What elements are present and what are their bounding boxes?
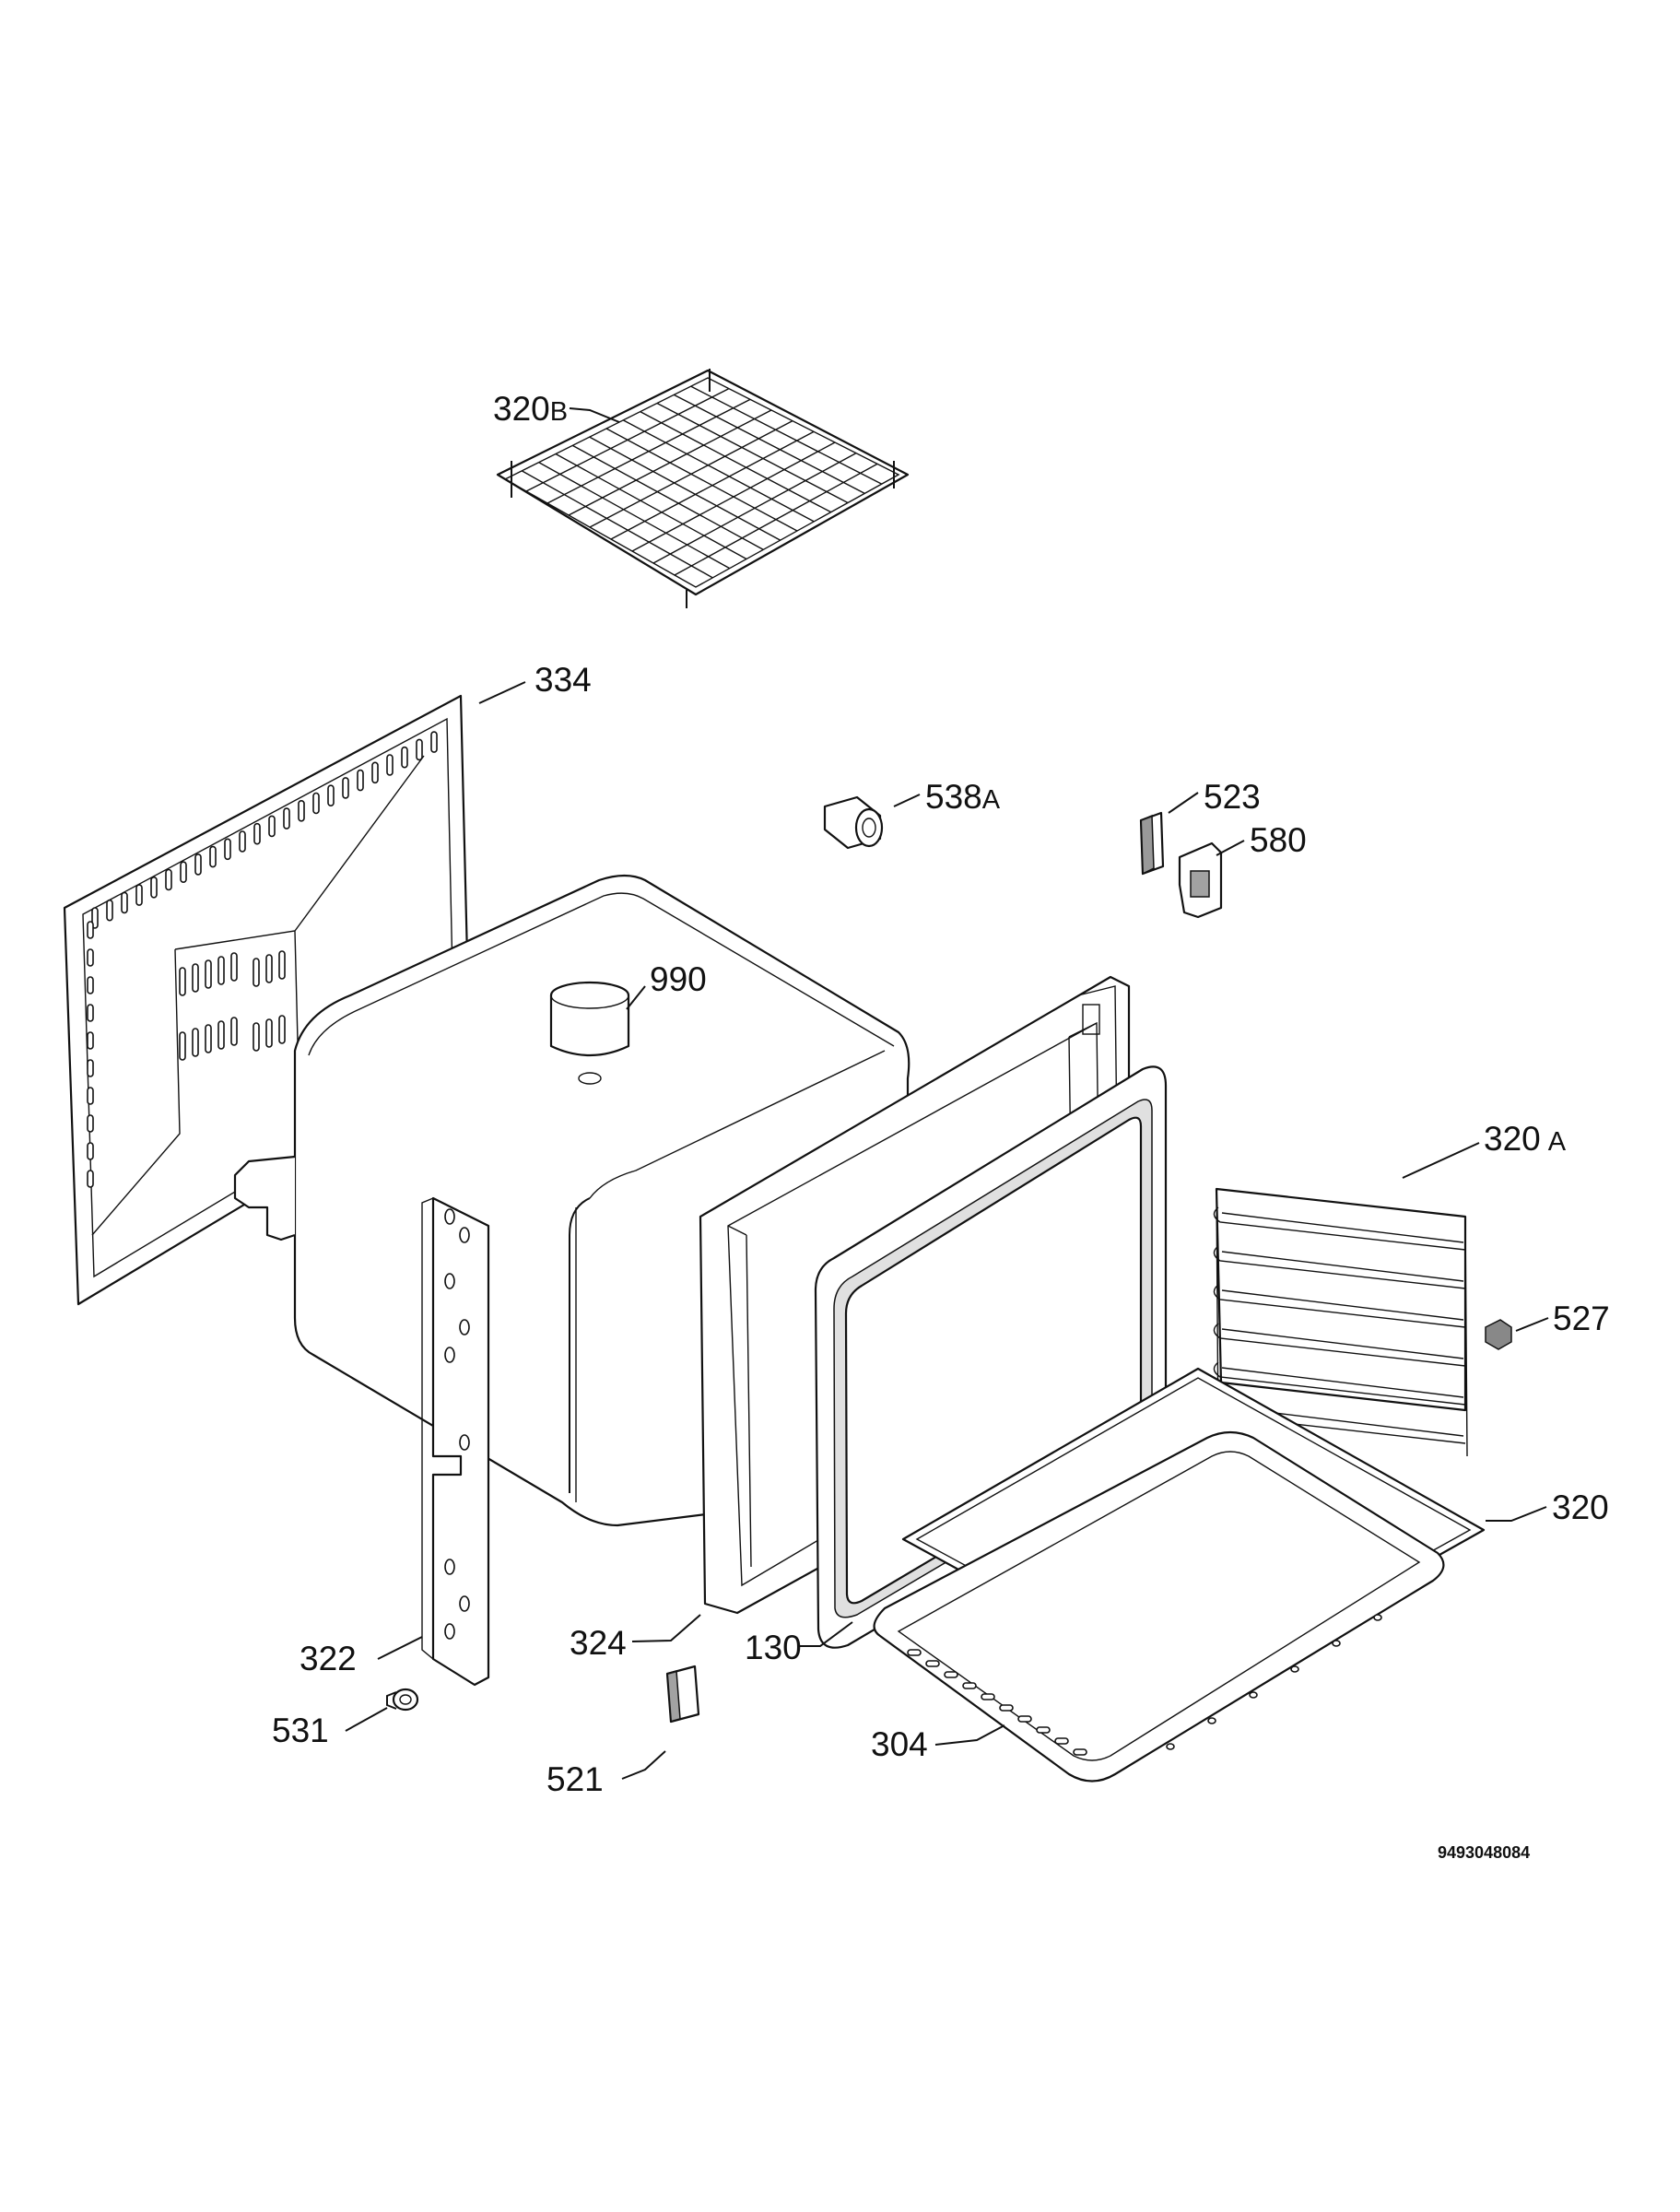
side-bracket-322 [421, 1196, 490, 1687]
lamp-990 [549, 981, 630, 1085]
callout-322: 322 [300, 1640, 357, 1677]
side-runner-320a [1213, 1187, 1468, 1457]
callout-531: 531 [272, 1712, 329, 1749]
label-320a-suffix: A [1548, 1127, 1567, 1157]
callout-320: 320 [1552, 1488, 1609, 1526]
callout-990: 990 [650, 960, 707, 998]
lamp-socket-538a [823, 795, 884, 850]
callout-324: 324 [570, 1624, 627, 1662]
drawing-code: 9493048084 [1438, 1843, 1530, 1862]
clip-523 [1139, 811, 1165, 876]
callout-304: 304 [871, 1725, 928, 1763]
callout-521: 521 [546, 1760, 604, 1798]
callout-130: 130 [745, 1629, 802, 1666]
leader-lines [345, 407, 1549, 1780]
callout-523: 523 [1204, 778, 1261, 816]
label-538a-num: 538 [925, 778, 982, 816]
wire-shelf-320b [496, 369, 910, 608]
cover-521 [665, 1665, 700, 1724]
baking-tray-304 [873, 1430, 1445, 1783]
label-320b-suffix: B [550, 397, 568, 427]
screw-plug-531 [386, 1688, 419, 1712]
callout-334: 334 [535, 661, 592, 699]
svg-text:320B: 320B [493, 390, 568, 428]
callout-538a: 538A [925, 778, 1001, 816]
svg-text:538A: 538A [925, 778, 1001, 816]
label-538a-suffix: A [982, 785, 1001, 815]
label-320a-num: 320 [1484, 1120, 1541, 1158]
label-320b-num: 320 [493, 390, 550, 428]
back-panel-334 [63, 694, 472, 1306]
callout-320b: 320B [493, 390, 568, 428]
hinge-bracket-580 [1178, 841, 1223, 919]
callout-580: 580 [1250, 821, 1307, 859]
callout-527: 527 [1553, 1300, 1610, 1337]
nut-527 [1485, 1319, 1512, 1350]
